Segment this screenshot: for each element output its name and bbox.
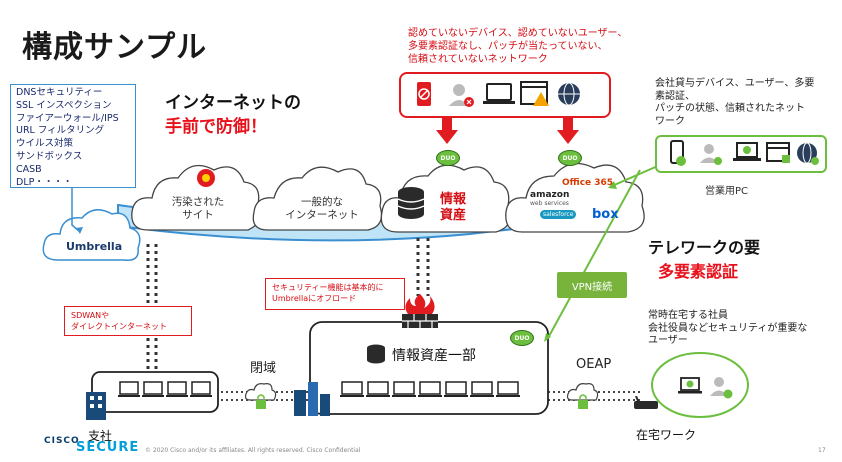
laptop-check-icon — [733, 142, 761, 161]
phone-blocked-icon — [417, 82, 431, 106]
telework-heading-line2: 多要素認証 — [658, 262, 739, 281]
salesforce-logo: salesforce — [540, 210, 577, 219]
cloud-saas — [505, 162, 645, 233]
sales-pc-label: 営業用PC — [705, 186, 749, 197]
browser-warning-icon — [520, 81, 549, 106]
telework-heading-line1: テレワークの要 — [648, 238, 761, 257]
umbrella-label: Umbrella — [66, 240, 123, 253]
untrusted-description: 認めていないデバイス、認めていないユーザー、 多要素認証なし、パッチが当たってい… — [408, 28, 628, 65]
remote-users-description: 常時在宅する社員 会社役員などセキュリティが重要な ユーザー — [648, 310, 808, 346]
branch-building-icon — [84, 388, 110, 426]
cloud-infected-label: 汚染された サイト — [171, 196, 225, 221]
laptop-icon — [483, 83, 515, 104]
bug-icon — [196, 168, 216, 192]
box-logo: box — [592, 207, 619, 222]
office365-logo: Office 365 — [562, 178, 614, 188]
datacenter-db-icon — [366, 344, 386, 368]
footer-copyright: © 2020 Cisco and/or its affiliates. All … — [145, 447, 361, 454]
service-item: SSL インスペクション — [16, 99, 112, 111]
vpn-label: VPN接続 — [557, 272, 627, 298]
user-check-icon — [700, 144, 722, 165]
duo-badge: DUO — [510, 330, 534, 346]
globe-check-icon — [797, 142, 819, 165]
wfh-ellipse — [651, 352, 749, 418]
internet-heading-line1: インターネットの — [165, 93, 301, 113]
security-offload-label: セキュリティー機能は基本的に Umbrellaにオフロード — [265, 278, 405, 310]
wfh-label: 在宅ワーク — [636, 428, 697, 442]
datacenter-laptops — [340, 380, 540, 404]
service-item: DNSセキュリティー — [16, 87, 103, 98]
cloud-info-label: 情報 資産 — [440, 192, 467, 223]
cloud-umbrella — [42, 209, 141, 261]
service-item: ファイアーウォール/IPS — [16, 112, 119, 124]
phone-check-icon — [670, 140, 686, 166]
service-item: CASB — [16, 163, 42, 175]
secure-logo: SECURE — [76, 440, 140, 455]
trusted-description: 会社貸与デバイス、ユーザー、多要 素認証、 パッチの状態、信頼されたネット ワー… — [655, 78, 815, 127]
browser-check-icon — [766, 142, 790, 163]
cloud-general-internet — [252, 166, 383, 231]
user-blocked-icon — [449, 84, 474, 107]
amazon-logo: amazon — [530, 190, 570, 200]
page-title: 構成サンプル — [22, 30, 208, 65]
aws-logo: web services — [530, 200, 569, 207]
internet-heading-line2: 手前で防御！ — [165, 117, 267, 137]
red-arrow-left — [436, 118, 458, 144]
sdwan-label: SDWANや ダイレクトインターネット — [64, 306, 192, 336]
service-item: URL フィルタリング — [16, 125, 105, 137]
oeap-label: OEAP — [576, 357, 612, 372]
oeap-cloud-lock-icon — [566, 380, 600, 418]
red-arrow-right — [557, 118, 579, 144]
database-icon — [396, 186, 426, 224]
datacenter-label: 情報資産一部 — [392, 348, 476, 364]
branch-label: 支社 — [88, 429, 113, 443]
service-item: ウイルス対策 — [16, 138, 74, 150]
closed-network-label: 閉域 — [250, 361, 277, 376]
firewall-icon — [398, 292, 442, 334]
trusted-devices-box — [655, 135, 827, 173]
wfh-laptop-check-icon — [678, 376, 704, 402]
datacenter-building-icon — [292, 380, 332, 420]
dotted-links — [146, 238, 430, 372]
access-point-icon — [632, 395, 660, 416]
closed-cloud-lock-icon — [244, 380, 278, 418]
security-services-box: DNSセキュリティー SSL インスペクション ファイアーウォール/IPS UR… — [10, 84, 136, 188]
cisco-logo: CISCO — [44, 436, 80, 446]
service-item: DLP・・・・ — [16, 176, 73, 188]
cloud-general-label: 一般的な インターネット — [285, 196, 359, 221]
duo-badge: DUO — [436, 150, 460, 166]
wfh-user-check-icon — [708, 374, 734, 404]
untrusted-icons — [417, 81, 580, 107]
page-number: 17 — [818, 447, 826, 454]
trusted-icons — [670, 140, 819, 166]
duo-badge: DUO — [558, 150, 582, 166]
globe-icon — [558, 82, 580, 106]
service-item: サンドボックス — [16, 150, 83, 162]
untrusted-devices-box — [399, 72, 611, 118]
branch-laptops — [100, 380, 212, 406]
